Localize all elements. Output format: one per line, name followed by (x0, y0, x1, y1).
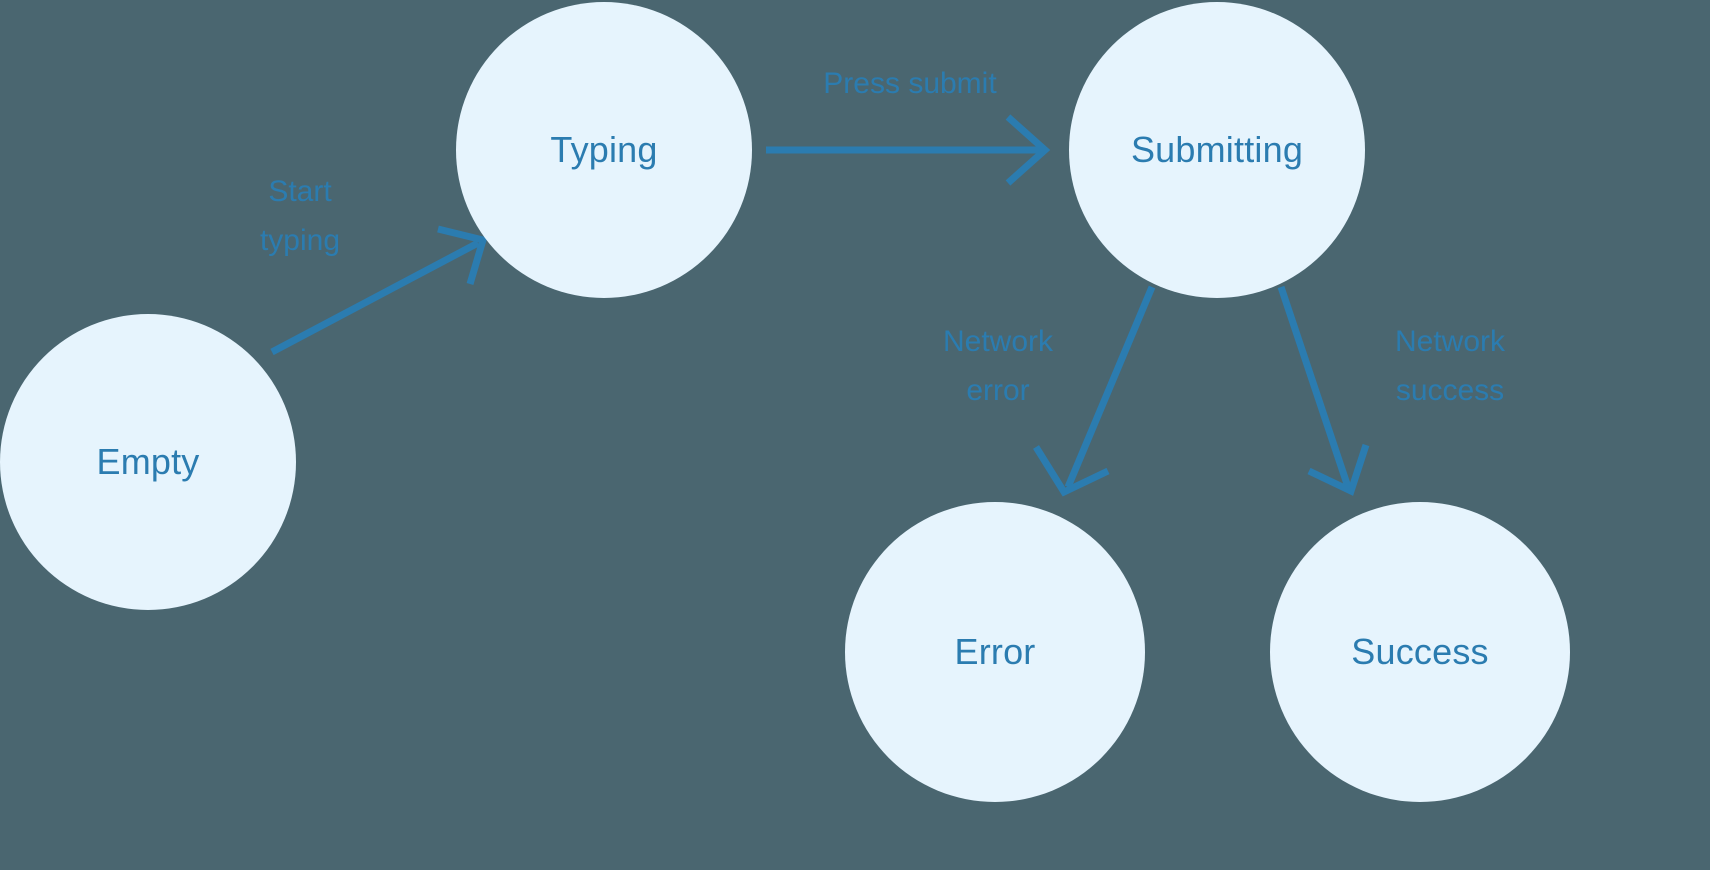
state-label-empty: Empty (96, 441, 200, 482)
edge-submitting-to-success (1277, 285, 1370, 496)
state-node-typing[interactable]: Typing (456, 2, 752, 298)
state-node-submitting[interactable]: Submitting (1069, 2, 1365, 298)
state-label-success: Success (1351, 631, 1489, 672)
state-label-submitting: Submitting (1130, 129, 1304, 170)
state-node-success[interactable]: Success (1270, 502, 1570, 802)
state-label-typing: Typing (550, 129, 658, 170)
state-node-error[interactable]: Error (845, 502, 1145, 802)
edge-typing-to-submitting (766, 114, 1051, 186)
edge-submitting-to-error (1033, 285, 1156, 497)
edge-empty-to-typing (270, 225, 488, 356)
state-node-empty[interactable]: Empty (0, 314, 296, 610)
state-label-error: Error (954, 631, 1036, 672)
